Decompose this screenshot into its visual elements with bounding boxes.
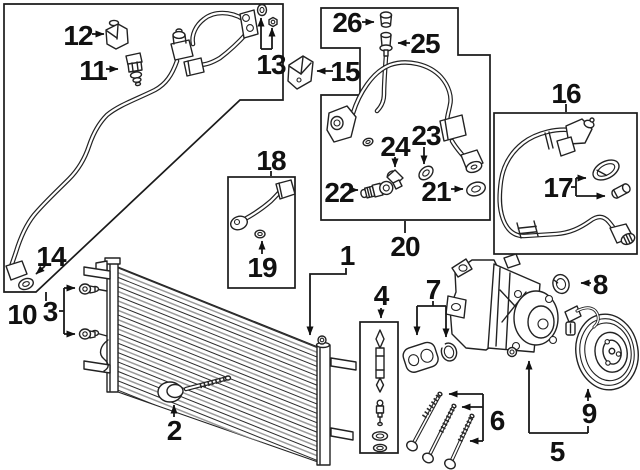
cap-17b-drawing [611, 183, 631, 199]
ac-tube-assembly-drawing [5, 9, 259, 291]
callout-19[interactable]: 19 [247, 252, 278, 283]
box-liquid-line [227, 176, 296, 289]
callout-8[interactable]: 8 [593, 269, 609, 300]
callout-12[interactable]: 12 [63, 20, 94, 51]
box-suction-hose [493, 112, 638, 255]
valve-cap-12-drawing [105, 19, 129, 50]
service-valve-25-drawing [379, 31, 393, 57]
callout-9[interactable]: 9 [582, 398, 598, 429]
box-discharge-hose [320, 7, 491, 221]
o-ring-23-drawing [418, 165, 434, 181]
pressure-sensor-11-drawing [125, 52, 143, 87]
callout-4[interactable]: 4 [374, 280, 391, 311]
callout-17[interactable]: 17 [543, 172, 574, 203]
seal-17a-drawing [592, 159, 620, 181]
callout-1[interactable]: 1 [340, 240, 356, 271]
callout-21[interactable]: 21 [421, 176, 452, 207]
callout-labels: 1 2 3 4 5 6 7 8 9 10 11 12 13 14 15 16 1… [7, 7, 609, 467]
callout-20[interactable]: 20 [390, 231, 421, 262]
valve-kit-drawing [371, 329, 389, 453]
suction-hose-assembly-drawing [497, 117, 636, 246]
callout-16[interactable]: 16 [551, 78, 582, 109]
callout-13[interactable]: 13 [256, 49, 287, 80]
mounting-bolt-2-drawing [157, 375, 232, 403]
callout-3[interactable]: 3 [43, 296, 59, 327]
callout-7[interactable]: 7 [426, 274, 442, 305]
callout-14[interactable]: 14 [36, 241, 68, 272]
callout-6[interactable]: 6 [490, 405, 506, 436]
seal-8-drawing [552, 273, 570, 295]
fitting-24-drawing [386, 169, 404, 190]
fasteners-13-drawing [256, 3, 278, 28]
gasket-kit-7-drawing [402, 341, 458, 373]
callout-23[interactable]: 23 [411, 120, 442, 151]
callout-15[interactable]: 15 [330, 56, 361, 87]
grommets-3-drawing [78, 283, 96, 340]
box-valve-kit [359, 321, 399, 454]
callout-leaders [35, 17, 606, 445]
service-cap-26-drawing [379, 11, 393, 28]
discharge-hose-assembly-drawing [326, 53, 484, 174]
callout-26[interactable]: 26 [332, 7, 363, 38]
liquid-line-18-drawing [230, 179, 296, 239]
bracket-15-drawing [287, 55, 314, 90]
condenser-drawing [83, 257, 357, 466]
callout-2[interactable]: 2 [167, 415, 183, 446]
callout-25[interactable]: 25 [410, 28, 441, 59]
seal-ring-21-drawing [466, 181, 486, 197]
callout-11[interactable]: 11 [79, 55, 108, 86]
pressure-switch-22-drawing [360, 180, 394, 199]
compressor-drawing [445, 253, 559, 358]
clutch-pulley-drawing [564, 305, 639, 391]
callout-22[interactable]: 22 [324, 177, 355, 208]
callout-5[interactable]: 5 [550, 436, 566, 467]
callout-18[interactable]: 18 [256, 145, 287, 176]
callout-boxes [3, 3, 638, 454]
box-tube-assembly [3, 3, 284, 293]
compressor-bolts-6-drawing [406, 391, 475, 470]
callout-24[interactable]: 24 [380, 131, 412, 162]
callout-10[interactable]: 10 [7, 299, 38, 330]
